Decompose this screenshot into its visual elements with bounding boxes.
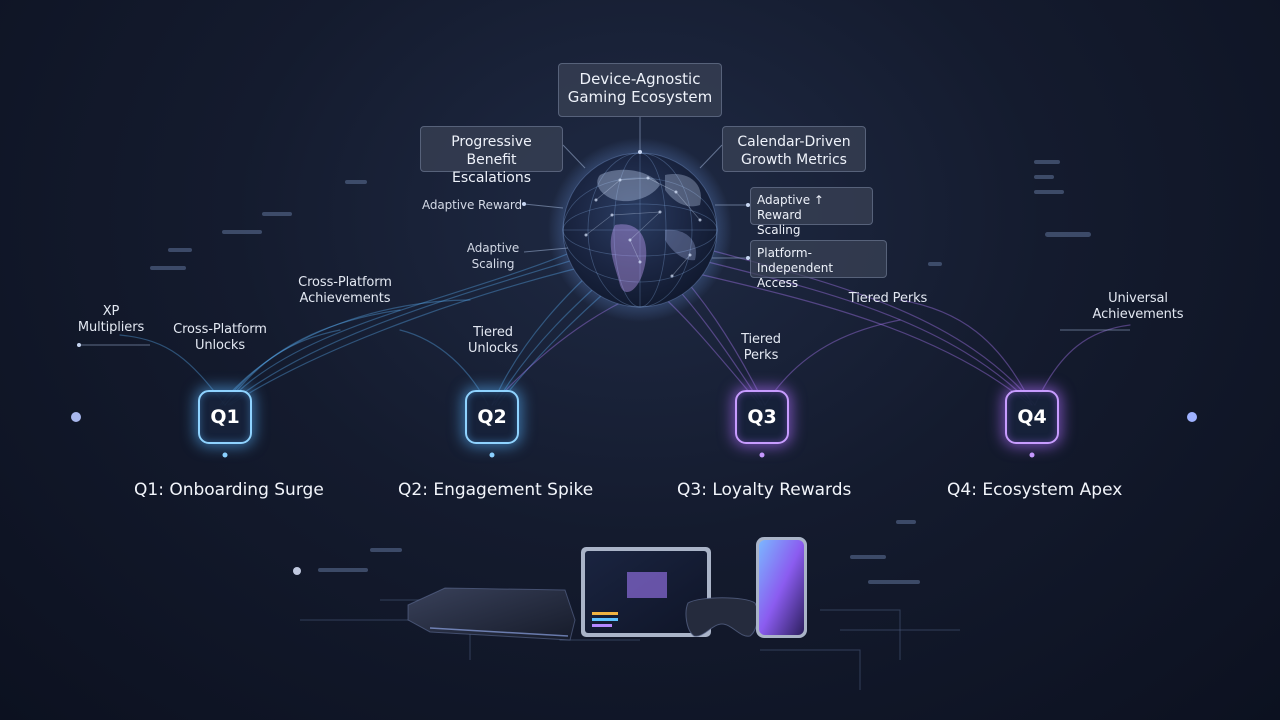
game-console-icon (407, 587, 576, 641)
q3-node[interactable]: Q3 (735, 390, 789, 444)
timeline-end-dot (1187, 412, 1197, 422)
adaptive-reward-label: Adaptive Reward (421, 198, 523, 212)
cross-platform-unlocks-label: Cross-Platform Unlocks (173, 322, 267, 353)
hub-title-box: Device-Agnostic Gaming Ecosystem (558, 63, 722, 117)
gamepad-icon (685, 597, 759, 637)
q1-title: Q1: Onboarding Surge (134, 480, 324, 500)
q4-node[interactable]: Q4 (1005, 390, 1059, 444)
tiered-perks-high-label: Tiered Perks (848, 291, 928, 306)
progressive-benefit-box: Progressive Benefit Escalations (420, 126, 563, 186)
node-indicator-dots (222, 452, 1035, 458)
q2-node[interactable]: Q2 (465, 390, 519, 444)
tiered-perks-low-label: Tiered Perks (741, 332, 781, 363)
timeline-start-dot (71, 412, 81, 422)
adaptive-reward-scaling-box: Adaptive ↑ Reward Scaling (750, 187, 873, 237)
q2-title: Q2: Engagement Spike (398, 480, 594, 500)
decorative-dashes (150, 160, 1091, 584)
calendar-growth-box: Calendar-Driven Growth Metrics (722, 126, 866, 172)
smartphone-icon (756, 537, 807, 638)
platform-independent-box: Platform-Independent Access (750, 240, 887, 290)
label-connectors (80, 117, 1130, 346)
globe-icon (548, 138, 732, 322)
q1-node[interactable]: Q1 (198, 390, 252, 444)
xp-multipliers-label: XP Multipliers (77, 304, 145, 335)
cross-platform-achievements-label: Cross-Platform Achievements (298, 275, 392, 306)
q3-title: Q3: Loyalty Rewards (677, 480, 852, 500)
q4-title: Q4: Ecosystem Apex (947, 480, 1123, 500)
universal-achievements-label: Universal Achievements (1092, 291, 1184, 322)
adaptive-scaling-label: Adaptive Scaling (466, 241, 520, 271)
tiered-unlocks-label: Tiered Unlocks (467, 325, 519, 356)
connector-dots (77, 150, 750, 347)
glow-spark (293, 567, 301, 575)
tablet-icon (581, 547, 711, 637)
